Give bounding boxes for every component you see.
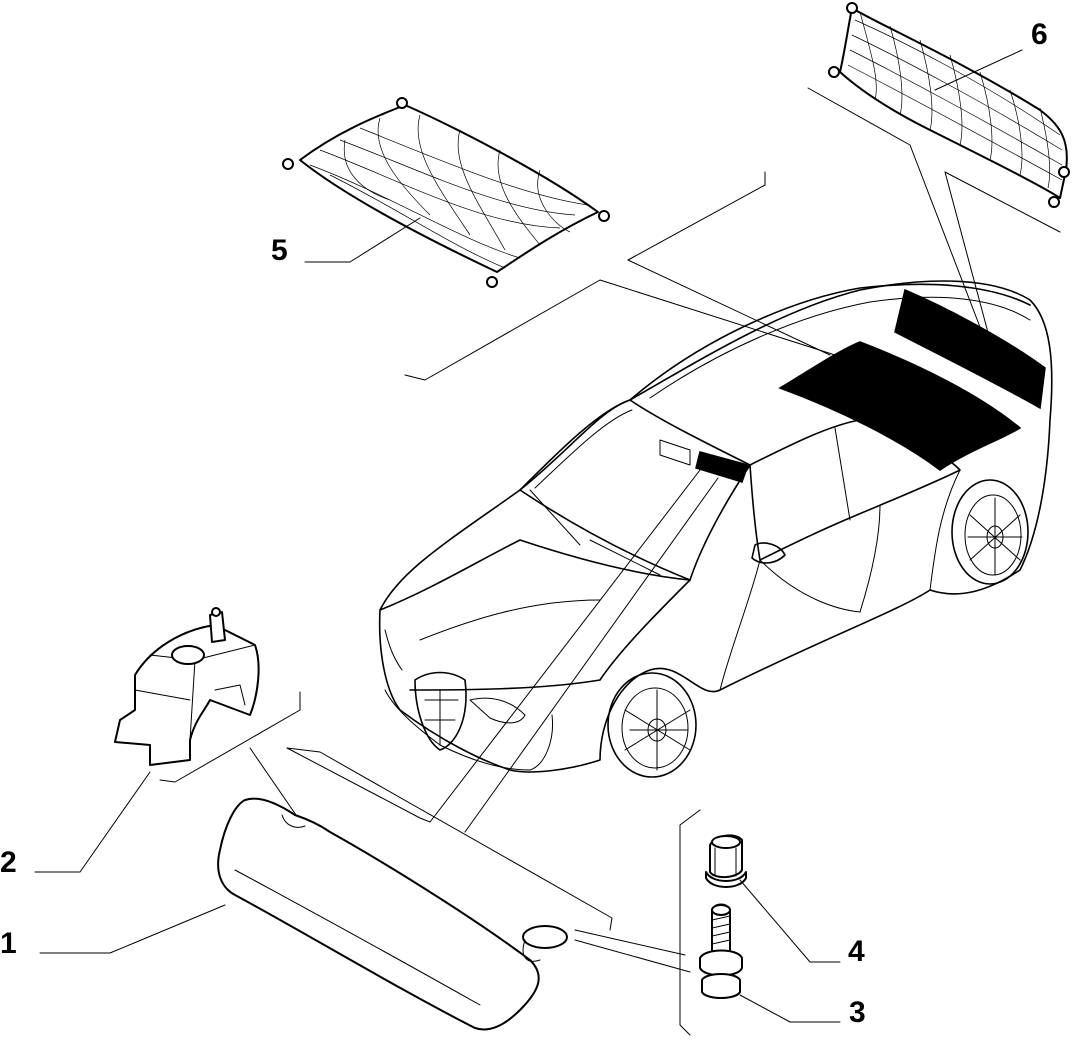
leader-line-5 — [304, 217, 421, 263]
callout-6: 6 — [1031, 18, 1048, 51]
part-4-nut — [705, 834, 747, 888]
part-6-vertical-net — [828, 2, 1070, 208]
part-1-sun-visor — [217, 797, 568, 1031]
leader-line-6 — [934, 49, 1023, 91]
callout-1: 1 — [0, 927, 17, 960]
bracket-5 — [404, 279, 836, 381]
part-5-floor-net — [282, 97, 610, 288]
leader-line-1 — [39, 904, 226, 954]
leader-line-3 — [739, 994, 841, 1023]
vertical-net-in-car — [894, 288, 1046, 410]
bracket-1 — [286, 747, 613, 931]
bracket-6 — [807, 87, 986, 341]
callout-4: 4 — [848, 935, 865, 968]
callout-5: 5 — [271, 234, 288, 267]
leader-line-2 — [34, 771, 151, 873]
bracket-6b — [944, 171, 1061, 233]
rear-wheel — [951, 479, 1029, 585]
bracket-2 — [159, 691, 301, 783]
car-illustration — [378, 280, 1053, 778]
sun-visor-in-car — [695, 451, 749, 483]
bracket-3-4 — [679, 809, 701, 1036]
callout-2: 2 — [0, 846, 17, 879]
part-2-visor-bracket — [114, 607, 260, 766]
part-3-screw — [699, 903, 743, 999]
floor-net-in-car — [778, 341, 1022, 471]
bracket-5b — [627, 171, 766, 261]
front-wheel — [607, 672, 697, 778]
leader-line-4 — [739, 879, 841, 963]
callout-3: 3 — [849, 996, 866, 1029]
